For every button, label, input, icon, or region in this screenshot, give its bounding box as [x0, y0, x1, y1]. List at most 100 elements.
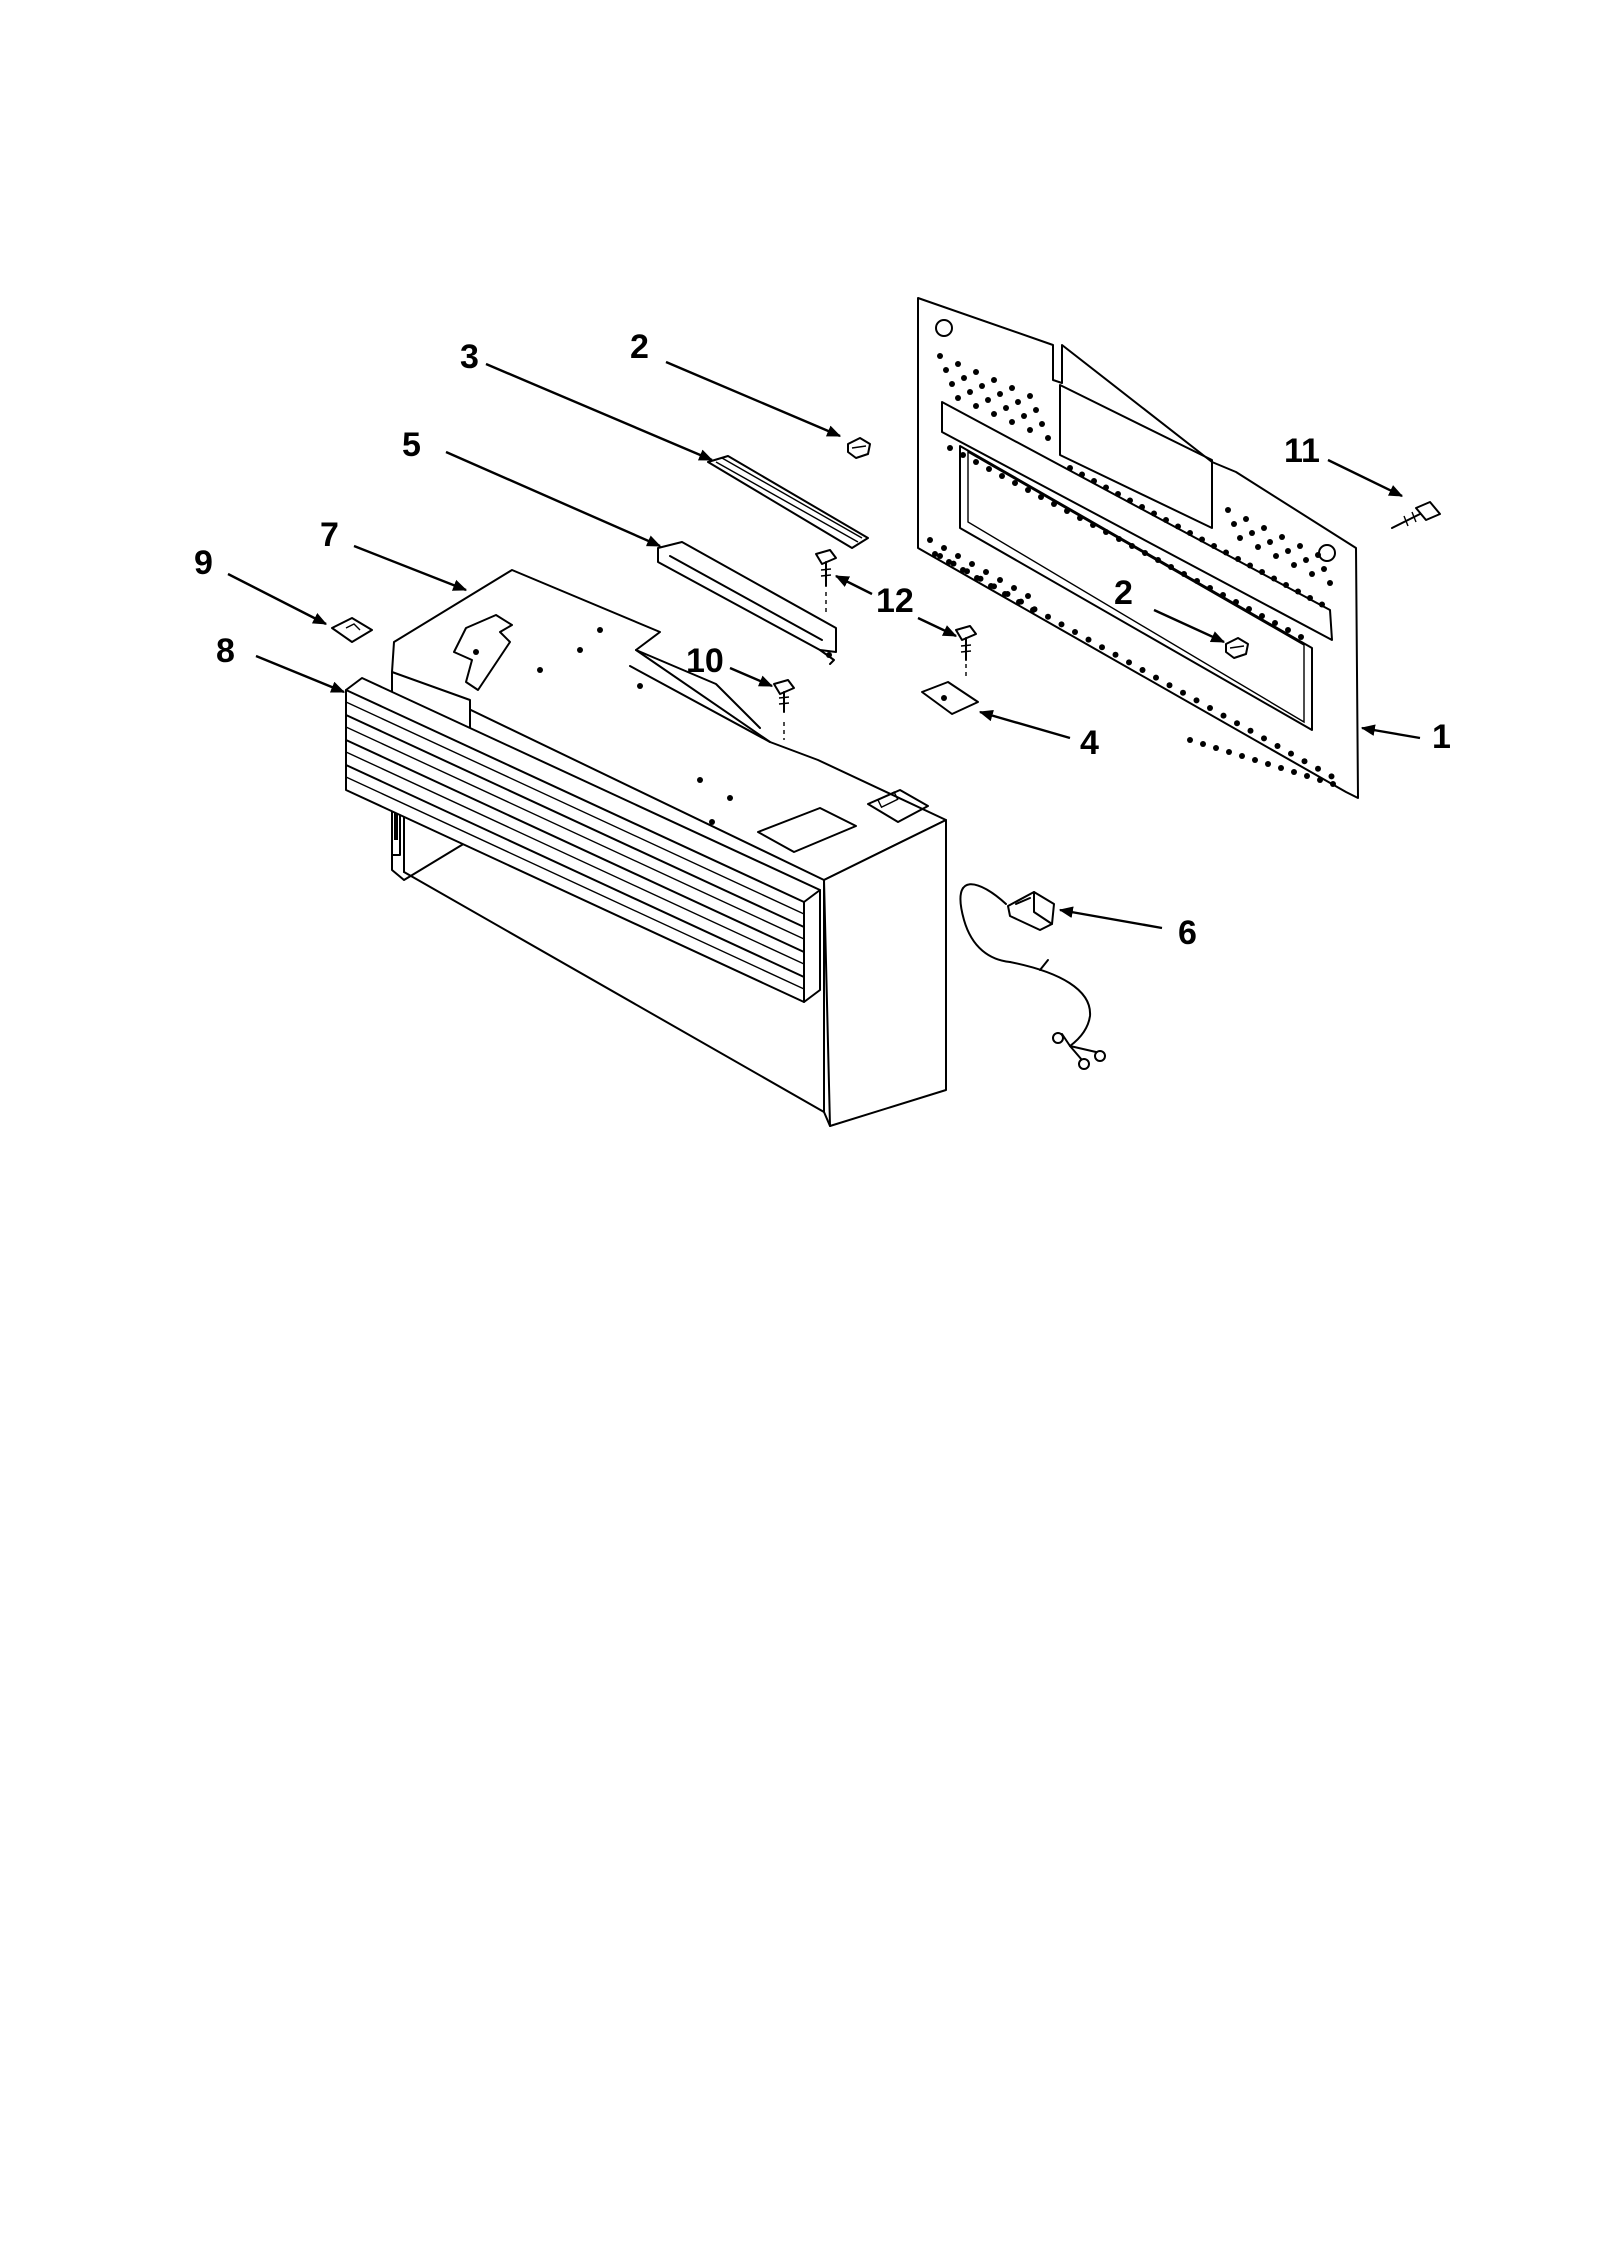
callout-7: 7 [320, 516, 339, 554]
callout-8: 8 [216, 632, 235, 670]
perforation-hole [1103, 484, 1109, 491]
perforation-hole [1295, 588, 1301, 595]
perforation-hole [991, 583, 997, 590]
perforation-hole [1038, 494, 1044, 500]
perforation-hole [1237, 535, 1243, 541]
perforation-hole [1239, 753, 1245, 759]
perforation-hole [1233, 599, 1239, 605]
perforation-hole [1091, 478, 1097, 484]
perforation-hole [1291, 562, 1297, 568]
perforation-hole [1315, 552, 1321, 558]
perforation-hole [1045, 613, 1051, 620]
callout-labels: 1 2 2 3 4 5 6 7 8 9 10 11 12 [194, 328, 1451, 952]
callout-10: 10 [686, 642, 724, 680]
perforation-hole [991, 411, 997, 417]
perforation-hole [1018, 598, 1024, 605]
perforation-hole [977, 575, 984, 582]
perforation-hole [949, 381, 955, 387]
perforation-hole [1045, 435, 1051, 441]
perforation-hole [1025, 487, 1031, 493]
perforation-hole [1267, 539, 1273, 545]
perforation-hole [1261, 735, 1267, 742]
perforation-hole [1279, 534, 1285, 540]
perforation-hole [1103, 529, 1109, 535]
perforation-hole [960, 452, 966, 458]
callout-4: 4 [1080, 724, 1099, 762]
perforation-hole [1265, 761, 1271, 767]
perforation-hole [986, 466, 992, 472]
perforation-hole [1079, 471, 1085, 478]
perforation-hole [947, 445, 953, 451]
perforation-hole [955, 395, 961, 401]
perforation-hole [1193, 697, 1200, 704]
perforation-hole [1255, 544, 1261, 550]
leader-lines [227, 360, 1421, 930]
perforation-hole [1207, 705, 1213, 711]
perforation-hole [1261, 525, 1267, 531]
perforation-hole [1309, 571, 1315, 577]
perforation-hole [1077, 515, 1083, 521]
perforation-hole [1304, 773, 1310, 779]
perforation-hole [1187, 737, 1193, 743]
part-switch-harness [959, 883, 1106, 1070]
perforation-hole [1139, 667, 1146, 673]
perforation-hole [943, 367, 949, 373]
perforation-hole [1155, 557, 1161, 563]
callout-1: 1 [1432, 718, 1451, 756]
perforation-hole [1187, 530, 1193, 536]
perforation-hole [1243, 516, 1249, 522]
perforation-hole [1252, 757, 1258, 763]
perforation-hole [1027, 427, 1033, 433]
perforation-hole [955, 361, 961, 367]
perforation-hole [1274, 743, 1281, 749]
perforation-hole [964, 568, 970, 575]
callout-11: 11 [1284, 432, 1320, 470]
perforation-hole [932, 551, 938, 557]
perforation-hole [1213, 745, 1219, 751]
perforation-hole [1278, 765, 1284, 771]
perforation-hole [1231, 521, 1237, 527]
perforation-hole [1163, 517, 1169, 523]
perforation-hole [985, 397, 991, 403]
perforation-hole [1126, 659, 1132, 666]
perforation-hole [1151, 510, 1157, 517]
perforation-hole [1315, 765, 1321, 772]
perforation-hole [1319, 601, 1325, 608]
perforation-hole [969, 561, 975, 567]
perforation-hole [1234, 720, 1240, 727]
perforation-hole [1012, 480, 1018, 486]
perforation-hole [1085, 636, 1092, 643]
callout-2-lower: 2 [1114, 574, 1133, 612]
perforation-hole [1246, 606, 1252, 612]
perforation-hole [1064, 508, 1070, 514]
perforation-hole [1127, 497, 1133, 504]
part-knob-lower [1225, 637, 1249, 659]
perforation-hole [1249, 530, 1255, 536]
perforation-hole [1307, 595, 1313, 601]
perforation-hole [1027, 393, 1033, 399]
perforation-hole [1009, 385, 1015, 391]
perforation-hole [1031, 606, 1038, 613]
perforation-hole [1039, 421, 1045, 427]
perforation-hole [973, 369, 979, 375]
perforation-hole [1301, 758, 1308, 765]
perforation-hole [955, 553, 961, 559]
perforation-hole [1235, 556, 1241, 562]
perforation-hole [1288, 750, 1294, 757]
perforation-hole [1247, 562, 1253, 569]
perforation-hole [1297, 543, 1303, 549]
perforation-hole [1033, 407, 1039, 413]
perforation-hole [950, 560, 957, 567]
perforation-hole [1247, 727, 1254, 734]
perforation-hole [1025, 593, 1031, 599]
perforation-hole [1298, 634, 1304, 640]
perforation-hole [1180, 689, 1186, 696]
part-screw-12-right [955, 625, 977, 680]
perforation-hole [1303, 557, 1309, 563]
perforation-hole [1272, 620, 1278, 626]
perforation-hole [983, 569, 989, 575]
perforation-hole [1058, 621, 1065, 628]
perforation-hole [1072, 629, 1078, 635]
perforation-hole [1142, 550, 1148, 556]
